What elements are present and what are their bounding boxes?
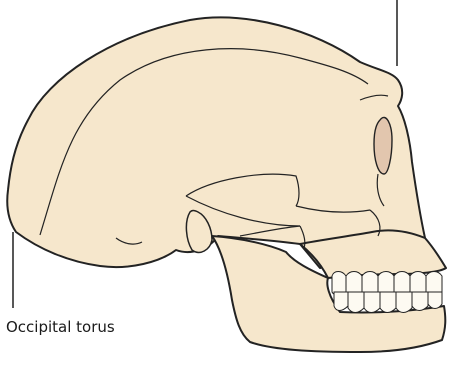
occipital-torus-label: Occipital torus bbox=[6, 318, 115, 336]
eye-orbit bbox=[374, 117, 392, 174]
upper-teeth bbox=[332, 272, 442, 296]
cranium bbox=[7, 17, 425, 268]
